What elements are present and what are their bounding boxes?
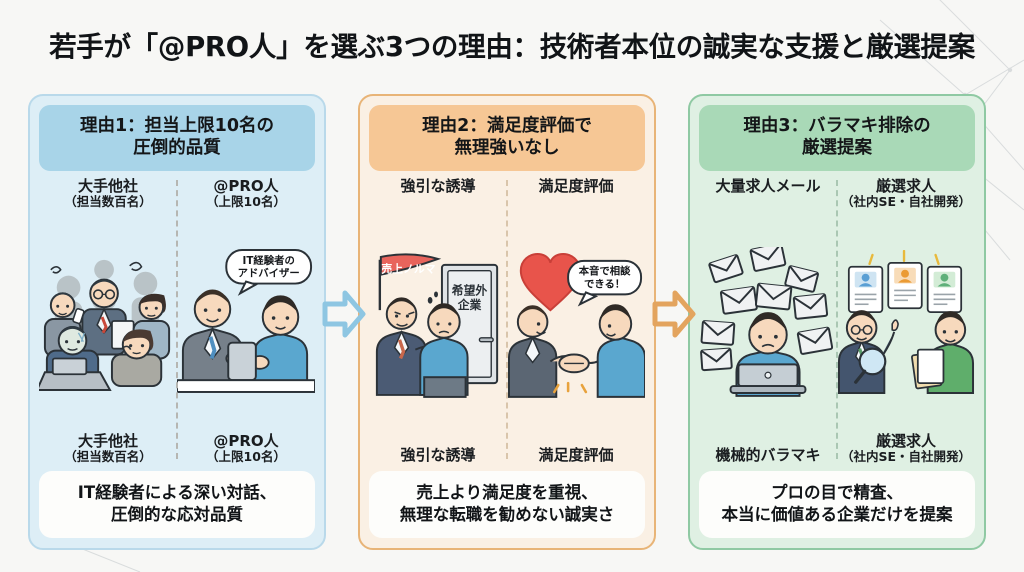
page-title: 若手が「@PRO人」を選ぶ3つの理由：技術者本位の誠実な支援と厳選提案 bbox=[49, 31, 975, 63]
panel-3-divider bbox=[836, 179, 838, 459]
job-card bbox=[847, 265, 884, 313]
panel-1-left-column: 大手他社 （担当数百名） bbox=[39, 176, 177, 465]
svg-text:希望外: 希望外 bbox=[451, 283, 488, 297]
caption-main: 大手他社 bbox=[77, 431, 138, 450]
panel-2-compare: 強引な誘導 希望外 企業 bbox=[369, 176, 645, 465]
panel-3-right-column: 厳選求人 （社内SE・自社開発） bbox=[837, 176, 975, 465]
svg-text:売上ノルマ: 売上ノルマ bbox=[381, 261, 435, 275]
envelope-icon bbox=[700, 246, 834, 371]
illustration-pushy-recruiter-door: 希望外 企業 売上ノルマ bbox=[369, 197, 507, 446]
panel-2-right-column: 満足度評価 本音で相談 できる！ bbox=[507, 176, 645, 465]
arrow-panel1-to-panel2-icon bbox=[322, 290, 366, 338]
caption-main: @PRO人 bbox=[213, 431, 279, 450]
caption-main: 強引な誘導 bbox=[400, 176, 476, 195]
illustration-handshake-satisfaction: 本音で相談 できる！ bbox=[507, 197, 645, 446]
panel-reason-2: 理由2：満足度評価で 無理強いなし 強引な誘導 bbox=[358, 94, 656, 550]
panel-1-footer-line1: IT経験者による深い対話、 bbox=[77, 482, 277, 502]
panel-2-left-bottom-caption: 強引な誘導 bbox=[400, 446, 476, 465]
panel-3-header-line2: 厳選提案 bbox=[802, 138, 872, 159]
svg-text:企業: 企業 bbox=[457, 298, 482, 312]
svg-text:アドバイザー: アドバイザー bbox=[238, 267, 300, 279]
panel-3-footer: プロの目で精査、 本当に価値ある企業だけを提案 bbox=[699, 470, 975, 538]
panel-1-left-bottom-caption: 大手他社 （担当数百名） bbox=[64, 431, 152, 465]
caption-main: 厳選求人 bbox=[875, 431, 936, 450]
speech-bubble-shape: IT経験者の アドバイザー bbox=[225, 248, 313, 296]
panel-2-footer-line2: 無理な転職を勧めない誠実さ bbox=[399, 504, 615, 524]
speech-bubble-shape: 本音で相談 できる！ bbox=[567, 259, 643, 307]
caption-sub: （担当数百名） bbox=[64, 449, 152, 465]
panel-1-divider bbox=[176, 179, 178, 459]
panel-2-right-bottom-caption: 満足度評価 bbox=[538, 446, 614, 465]
panel-2-left-top-caption: 強引な誘導 bbox=[400, 176, 476, 195]
panel-3-right-top-caption: 厳選求人 （社内SE・自社開発） bbox=[840, 176, 972, 210]
panel-1-right-column: @PRO人 （上限10名） IT経験者の アドバイザー bbox=[177, 176, 315, 465]
illustration-curated-job-cards bbox=[837, 212, 975, 432]
magnifier-icon bbox=[854, 347, 887, 384]
panel-3-header: 理由3：バラマキ排除の 厳選提案 bbox=[699, 105, 975, 171]
panel-1-right-bottom-caption: @PRO人 （上限10名） bbox=[206, 431, 286, 465]
caption-main: 強引な誘導 bbox=[400, 446, 476, 465]
caption-main: 機械的バラマキ bbox=[715, 446, 821, 465]
illustration-advisor-consultation: IT経験者の アドバイザー bbox=[177, 212, 315, 432]
svg-text:できる！: できる！ bbox=[584, 278, 625, 290]
panel-3-left-top-caption: 大量求人メール bbox=[715, 176, 821, 195]
panel-2-header-line1: 理由2：満足度評価で bbox=[422, 116, 592, 136]
panels-container: 理由1：担当上限10名の 圧倒的品質 大手他社 （担当数百名） bbox=[28, 94, 996, 550]
caption-main: 大手他社 bbox=[77, 176, 138, 195]
caption-main: 満足度評価 bbox=[538, 176, 614, 195]
panel-reason-3: 理由3：バラマキ排除の 厳選提案 大量求人メール bbox=[688, 94, 986, 550]
panel-2-footer: 売上より満足度を重視、 無理な転職を勧めない誠実さ bbox=[369, 470, 645, 538]
panel-1-header-line2: 圧倒的品質 bbox=[133, 138, 221, 159]
caption-sub: （社内SE・自社開発） bbox=[840, 194, 972, 210]
panel-3-compare: 大量求人メール bbox=[699, 176, 975, 465]
caption-main: 満足度評価 bbox=[538, 446, 614, 465]
panel-1-footer: IT経験者による深い対話、 圧倒的な応対品質 bbox=[39, 470, 315, 538]
panel-1-footer-line2: 圧倒的な応対品質 bbox=[111, 504, 243, 524]
panel-3-footer-line2: 本当に価値ある企業だけを提案 bbox=[721, 504, 953, 524]
caption-main: 大量求人メール bbox=[715, 176, 821, 195]
caption-sub: （担当数百名） bbox=[64, 194, 152, 210]
panel-2-header-line2: 無理強いなし bbox=[454, 138, 560, 159]
job-card bbox=[887, 261, 923, 309]
panel-2-left-column: 強引な誘導 希望外 企業 bbox=[369, 176, 507, 465]
caption-sub: （社内SE・自社開発） bbox=[840, 449, 972, 465]
arrow-panel2-to-panel3-icon bbox=[652, 290, 696, 338]
caption-sub: （上限10名） bbox=[206, 194, 286, 210]
panel-2-header: 理由2：満足度評価で 無理強いなし bbox=[369, 105, 645, 171]
job-card bbox=[926, 265, 963, 313]
illustration-mail-flood-laptop bbox=[699, 197, 837, 446]
svg-text:IT経験者の: IT経験者の bbox=[243, 254, 295, 267]
panel-3-right-bottom-caption: 厳選求人 （社内SE・自社開発） bbox=[840, 431, 972, 465]
panel-2-right-top-caption: 満足度評価 bbox=[538, 176, 614, 195]
panel-1-left-top-caption: 大手他社 （担当数百名） bbox=[64, 176, 152, 210]
panel-reason-1: 理由1：担当上限10名の 圧倒的品質 大手他社 （担当数百名） bbox=[28, 94, 326, 550]
caption-main: 厳選求人 bbox=[875, 176, 936, 195]
panel-1-header: 理由1：担当上限10名の 圧倒的品質 bbox=[39, 105, 315, 171]
svg-text:本音で相談: 本音で相談 bbox=[579, 264, 631, 277]
panel-3-header-line1: 理由3：バラマキ排除の bbox=[743, 116, 931, 136]
caption-main: @PRO人 bbox=[213, 176, 279, 195]
panel-2-footer-line1: 売上より満足度を重視、 bbox=[416, 482, 598, 502]
illustration-stressed-office-crowd bbox=[39, 212, 177, 432]
panel-2-divider bbox=[506, 179, 508, 459]
panel-3-left-bottom-caption: 機械的バラマキ bbox=[715, 446, 821, 465]
panel-3-left-column: 大量求人メール bbox=[699, 176, 837, 465]
panel-1-right-top-caption: @PRO人 （上限10名） bbox=[206, 176, 286, 210]
panel-1-header-line1: 理由1：担当上限10名の bbox=[79, 116, 275, 136]
caption-sub: （上限10名） bbox=[206, 449, 286, 465]
panel-3-footer-line1: プロの目で精査、 bbox=[771, 482, 903, 502]
panel-1-compare: 大手他社 （担当数百名） bbox=[39, 176, 315, 465]
